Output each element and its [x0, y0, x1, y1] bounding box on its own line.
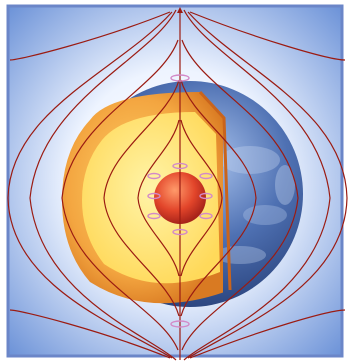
diagram-canvas — [0, 0, 349, 363]
earth-magnetic-field-illustration — [0, 0, 349, 363]
